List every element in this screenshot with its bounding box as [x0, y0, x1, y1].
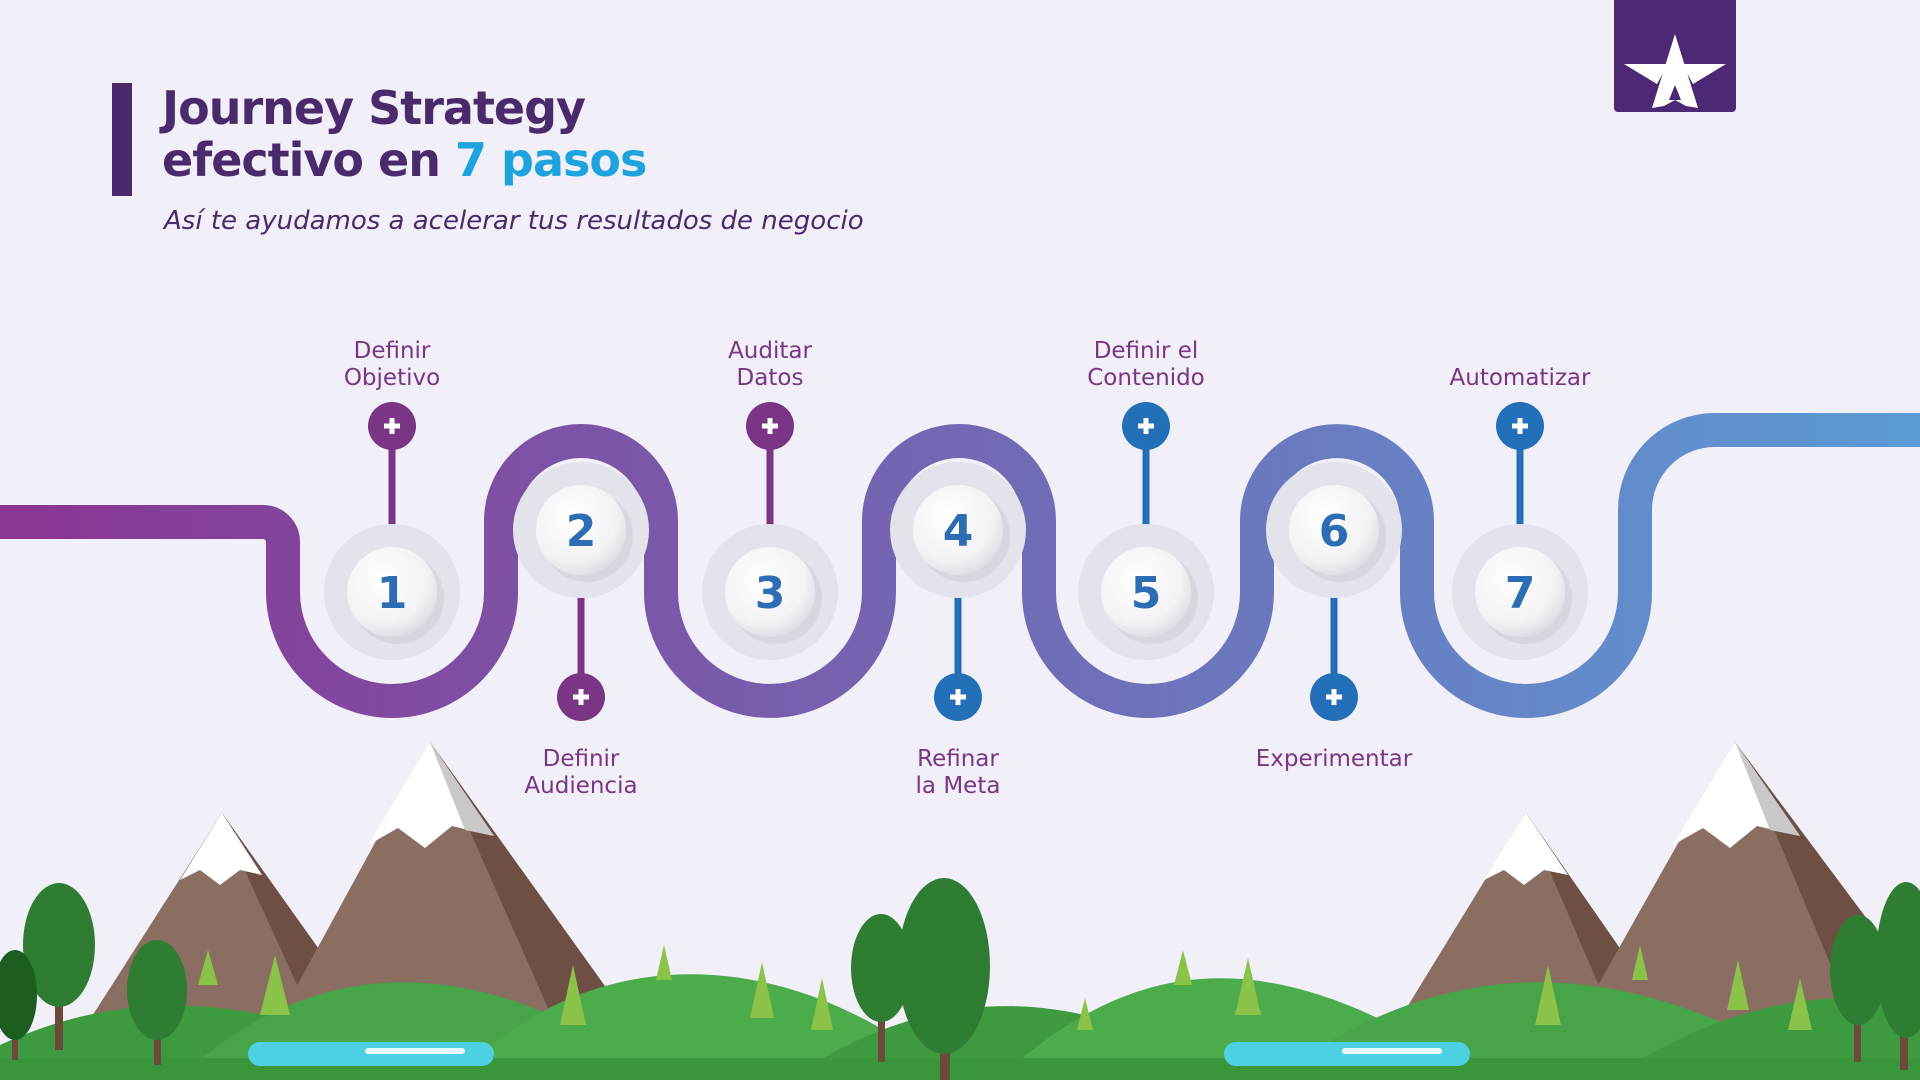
step-label-line: Automatizar: [1449, 365, 1591, 391]
step-number: 4: [943, 506, 974, 557]
step-number: 1: [377, 568, 408, 619]
step-number: 7: [1505, 568, 1536, 619]
step-disc: [1101, 547, 1191, 637]
step-1: 1: [324, 402, 460, 660]
plus-icon[interactable]: [1310, 673, 1358, 721]
subtitle: Así te ayudamos a acelerar tus resultado…: [164, 206, 864, 236]
plus-icon[interactable]: [368, 402, 416, 450]
step-number: 2: [566, 506, 597, 557]
plus-icon[interactable]: [1122, 402, 1170, 450]
step-label-line: Definir el: [1093, 338, 1199, 364]
star-a-logo-icon: [1624, 34, 1726, 108]
plus-icon[interactable]: [746, 402, 794, 450]
step-5: 5: [1078, 402, 1214, 660]
step-7: 7: [1452, 402, 1588, 660]
title-line-2-accent: 7 pasos: [455, 133, 647, 187]
step-6: 6: [1266, 462, 1402, 721]
step-label-line: Experimentar: [1255, 746, 1413, 772]
plus-icon[interactable]: [1496, 402, 1544, 450]
step-3: 3: [702, 402, 838, 660]
step-disc: [913, 485, 1003, 575]
step-disc: [1475, 547, 1565, 637]
step-number: 6: [1319, 506, 1350, 557]
step-number: 3: [755, 568, 786, 619]
company-logo: [1614, 0, 1736, 112]
plus-icon[interactable]: [557, 673, 605, 721]
step-label-line: Auditar: [728, 338, 812, 364]
journey-path: [0, 413, 1920, 718]
step-label-line: Definir: [542, 746, 620, 772]
step-number: 5: [1131, 568, 1162, 619]
title-accent-bar: [112, 83, 132, 196]
title-line-1: Journey Strategy: [162, 81, 586, 135]
step-label-line: Objetivo: [343, 365, 441, 391]
step-4: 4: [890, 462, 1026, 721]
step-label-line: Refinar: [917, 746, 999, 772]
step-disc: [1289, 485, 1379, 575]
trees: [0, 878, 1920, 1080]
lakes: [248, 1042, 1470, 1066]
step-label-7: Automatizar: [1400, 365, 1640, 392]
step-disc: [536, 485, 626, 575]
title-line-2-prefix: efectivo en: [162, 133, 441, 187]
step-label-line: Contenido: [1087, 365, 1205, 391]
step-2: 2: [513, 462, 649, 721]
step-label-line: Definir: [353, 338, 431, 364]
step-disc: [725, 547, 815, 637]
step-label-6: Experimentar: [1214, 746, 1454, 773]
step-disc: [347, 547, 437, 637]
step-label-line: la Meta: [915, 773, 1001, 799]
page-title: Journey Strategy efectivo en 7 pasos: [162, 81, 647, 187]
step-label-line: Datos: [736, 365, 804, 391]
plus-icon[interactable]: [934, 673, 982, 721]
mountain-left-large: [270, 742, 640, 1035]
step-label-line: Audiencia: [524, 773, 638, 799]
